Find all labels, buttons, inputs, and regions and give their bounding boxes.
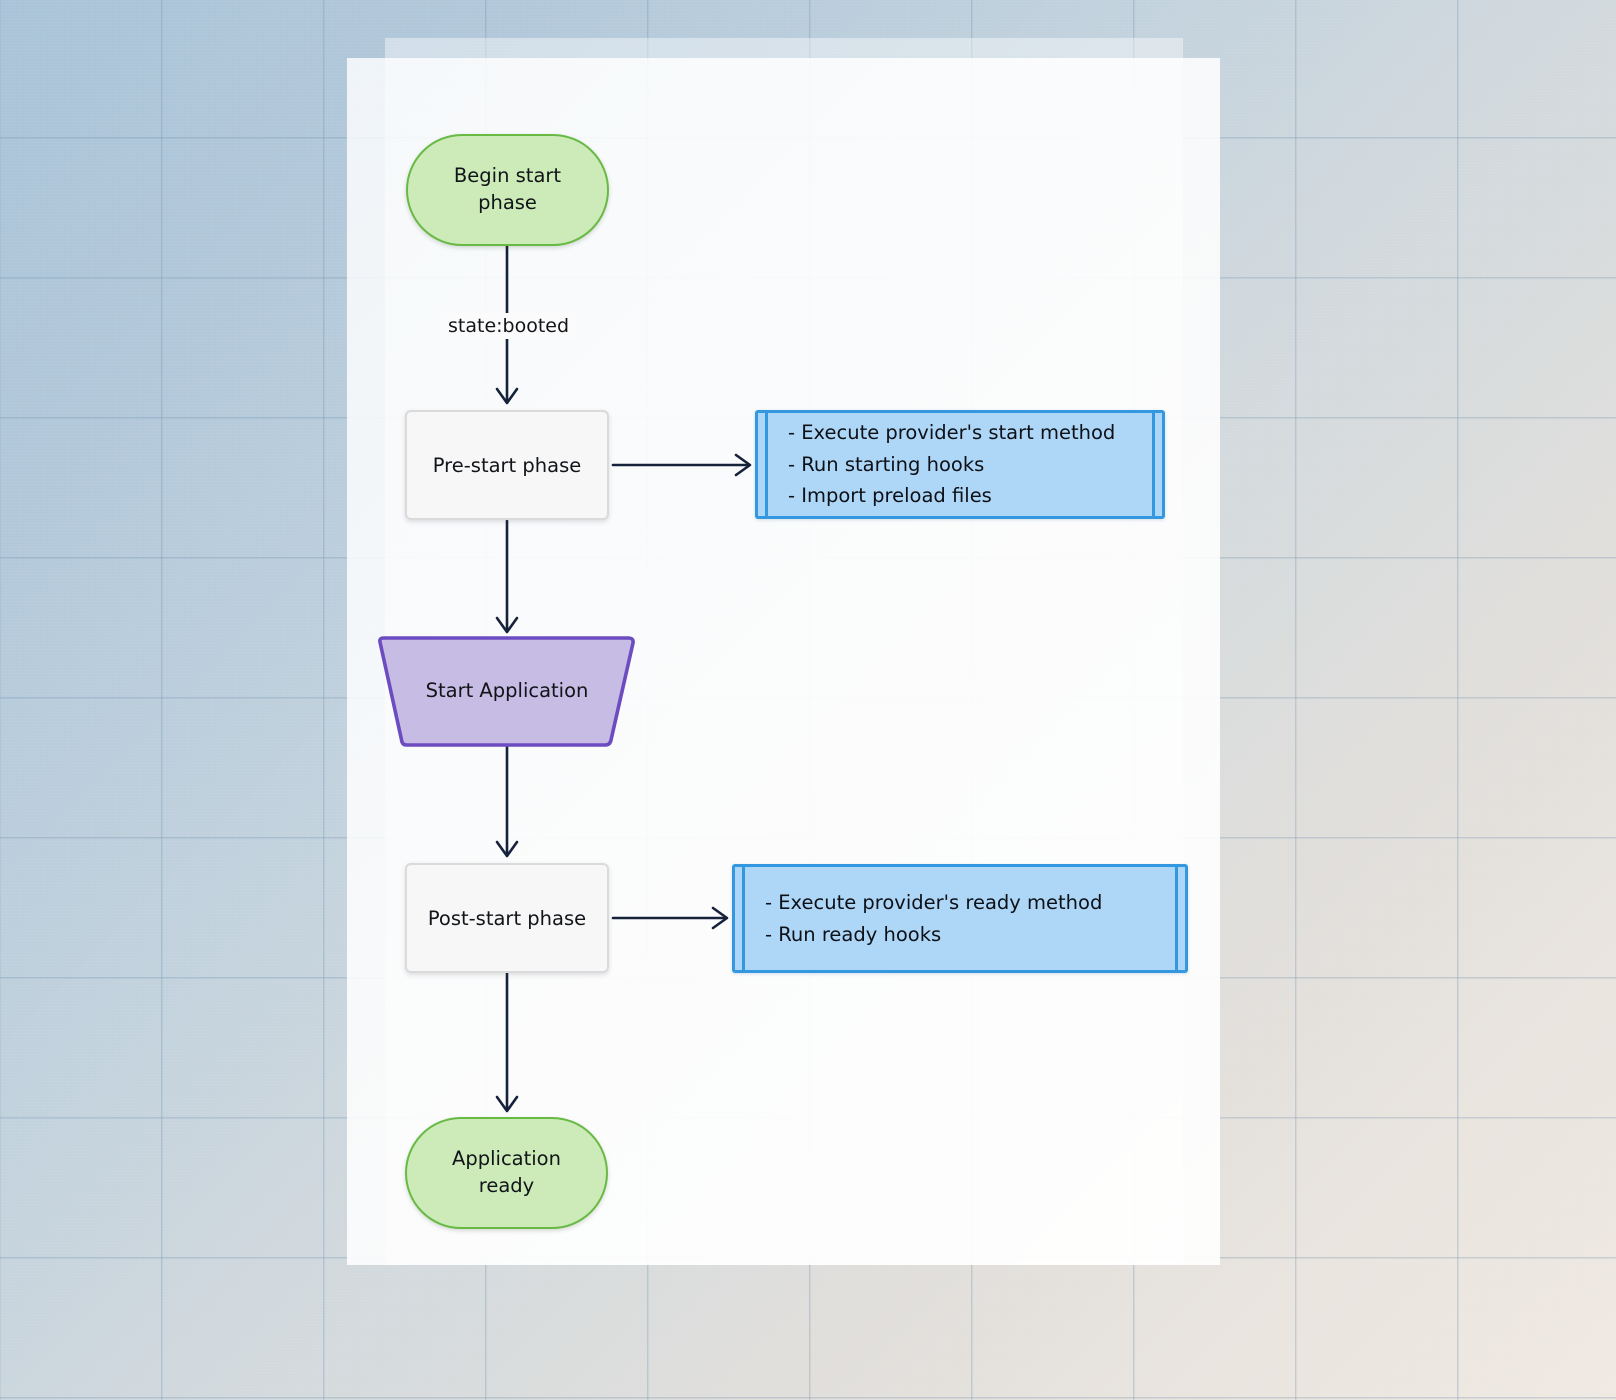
- note-post-start-actions-text: - Execute provider's ready method - Run …: [765, 867, 1159, 970]
- note-pre-start-actions-text: - Execute provider's start method - Run …: [788, 413, 1136, 516]
- begin-label-line-1: Begin start: [453, 164, 562, 188]
- ready-label-line-2: ready: [478, 1174, 535, 1197]
- node-pre-start-phase[interactable]: Pre-start phase: [405, 410, 609, 520]
- note1-line-1: - Execute provider's start method: [788, 421, 1116, 445]
- ready-label-line-1: Application: [452, 1147, 561, 1171]
- note1-line-2: - Run starting hooks: [788, 452, 985, 476]
- arrowhead-prestart-startapp: [495, 616, 519, 634]
- node-begin-start-phase[interactable]: Begin start phase: [406, 134, 609, 246]
- node-application-ready-label: Application ready: [452, 1146, 561, 1199]
- arrowhead-poststart-ready: [495, 1095, 519, 1113]
- note2-line-1: - Execute provider's ready method: [765, 890, 1103, 914]
- node-start-application[interactable]: Start Application: [377, 636, 637, 747]
- arrowhead-startapp-poststart: [495, 840, 519, 858]
- arrowhead-prestart-note: [734, 453, 752, 477]
- startapp-text: Start Application: [425, 678, 589, 702]
- note1-line-3: - Import preload files: [788, 484, 992, 508]
- begin-label-line-2: phase: [478, 191, 537, 214]
- note2-line-2: - Run ready hooks: [765, 922, 942, 946]
- node-start-application-label: Start Application: [377, 636, 637, 744]
- parallelogram-shape: [378, 636, 635, 747]
- node-post-start-phase[interactable]: Post-start phase: [405, 863, 609, 973]
- node-pre-start-phase-label: Pre-start phase: [432, 453, 582, 477]
- edge-label-state-booted: state:booted: [441, 313, 577, 339]
- node-application-ready[interactable]: Application ready: [405, 1117, 608, 1229]
- node-post-start-phase-label: Post-start phase: [427, 906, 587, 930]
- note-post-start-actions[interactable]: - Execute provider's ready method - Run …: [732, 863, 1188, 974]
- node-begin-start-phase-label: Begin start phase: [454, 163, 561, 216]
- arrowhead-poststart-note: [711, 906, 729, 930]
- note-pre-start-actions[interactable]: - Execute provider's start method - Run …: [755, 409, 1165, 520]
- arrowhead-begin-prestart: [495, 387, 519, 405]
